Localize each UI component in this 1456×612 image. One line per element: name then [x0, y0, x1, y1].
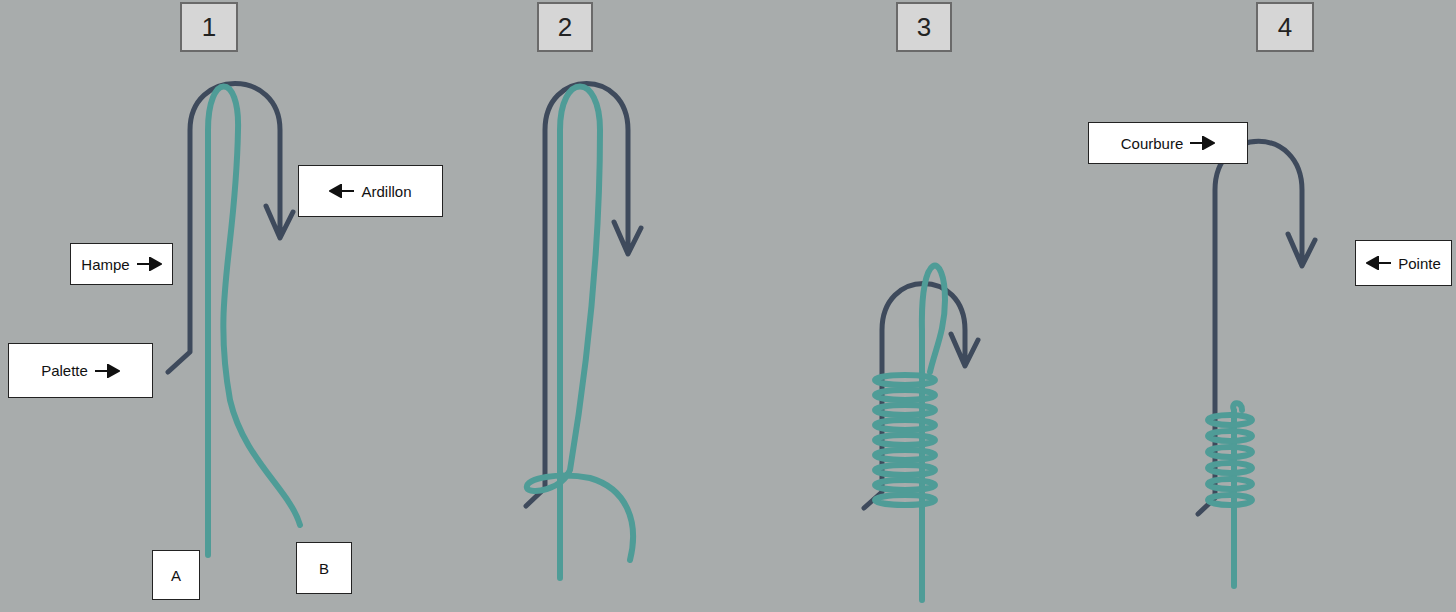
fishing-line [208, 87, 300, 556]
part-label-box: Courbure [1088, 122, 1248, 164]
coil-winding [1208, 447, 1252, 457]
pointer-arrow [1189, 136, 1215, 150]
step-number-box: 1 [180, 2, 238, 52]
coil-winding [875, 405, 935, 415]
coil-winding [875, 435, 935, 445]
coil-winding [1208, 415, 1252, 425]
coil-winding [875, 420, 935, 430]
part-label-box: Pointe [1355, 240, 1452, 286]
fishing-line [922, 266, 945, 600]
hook [1198, 141, 1315, 514]
pointer-arrow [136, 257, 162, 271]
part-label-box: B [296, 542, 352, 594]
coil-winding [875, 465, 935, 475]
part-label-box: Hampe [70, 243, 173, 285]
part-name: Pointe [1398, 255, 1441, 272]
step-number: 1 [202, 12, 216, 43]
pointer-arrow [1366, 256, 1392, 270]
pointer-arrow [94, 364, 120, 378]
part-label-box: Ardillon [298, 165, 443, 217]
coil-winding [1208, 463, 1252, 473]
coil-winding [1208, 479, 1252, 489]
coil-winding [1208, 495, 1252, 505]
coil-winding [875, 450, 935, 460]
part-name: Courbure [1121, 135, 1184, 152]
step-number-box: 3 [896, 2, 952, 52]
part-label-box: A [152, 550, 200, 600]
part-name: A [171, 567, 181, 584]
step-number: 2 [558, 12, 572, 43]
coil-winding [875, 495, 935, 505]
part-name: B [319, 560, 329, 577]
coil-winding [1208, 431, 1252, 441]
pointer-arrow [329, 184, 355, 198]
hook [526, 84, 641, 507]
fishing-line [527, 87, 633, 579]
coil-winding [875, 390, 935, 400]
step-number: 3 [917, 12, 931, 43]
step-number: 4 [1278, 12, 1292, 43]
part-name: Palette [41, 362, 88, 379]
coil-winding [875, 480, 935, 490]
step-number-box: 4 [1256, 2, 1314, 52]
part-label-box: Palette [8, 343, 153, 398]
coil-winding [875, 375, 935, 385]
step-number-box: 2 [537, 2, 593, 52]
part-name: Hampe [81, 256, 129, 273]
part-name: Ardillon [361, 183, 411, 200]
